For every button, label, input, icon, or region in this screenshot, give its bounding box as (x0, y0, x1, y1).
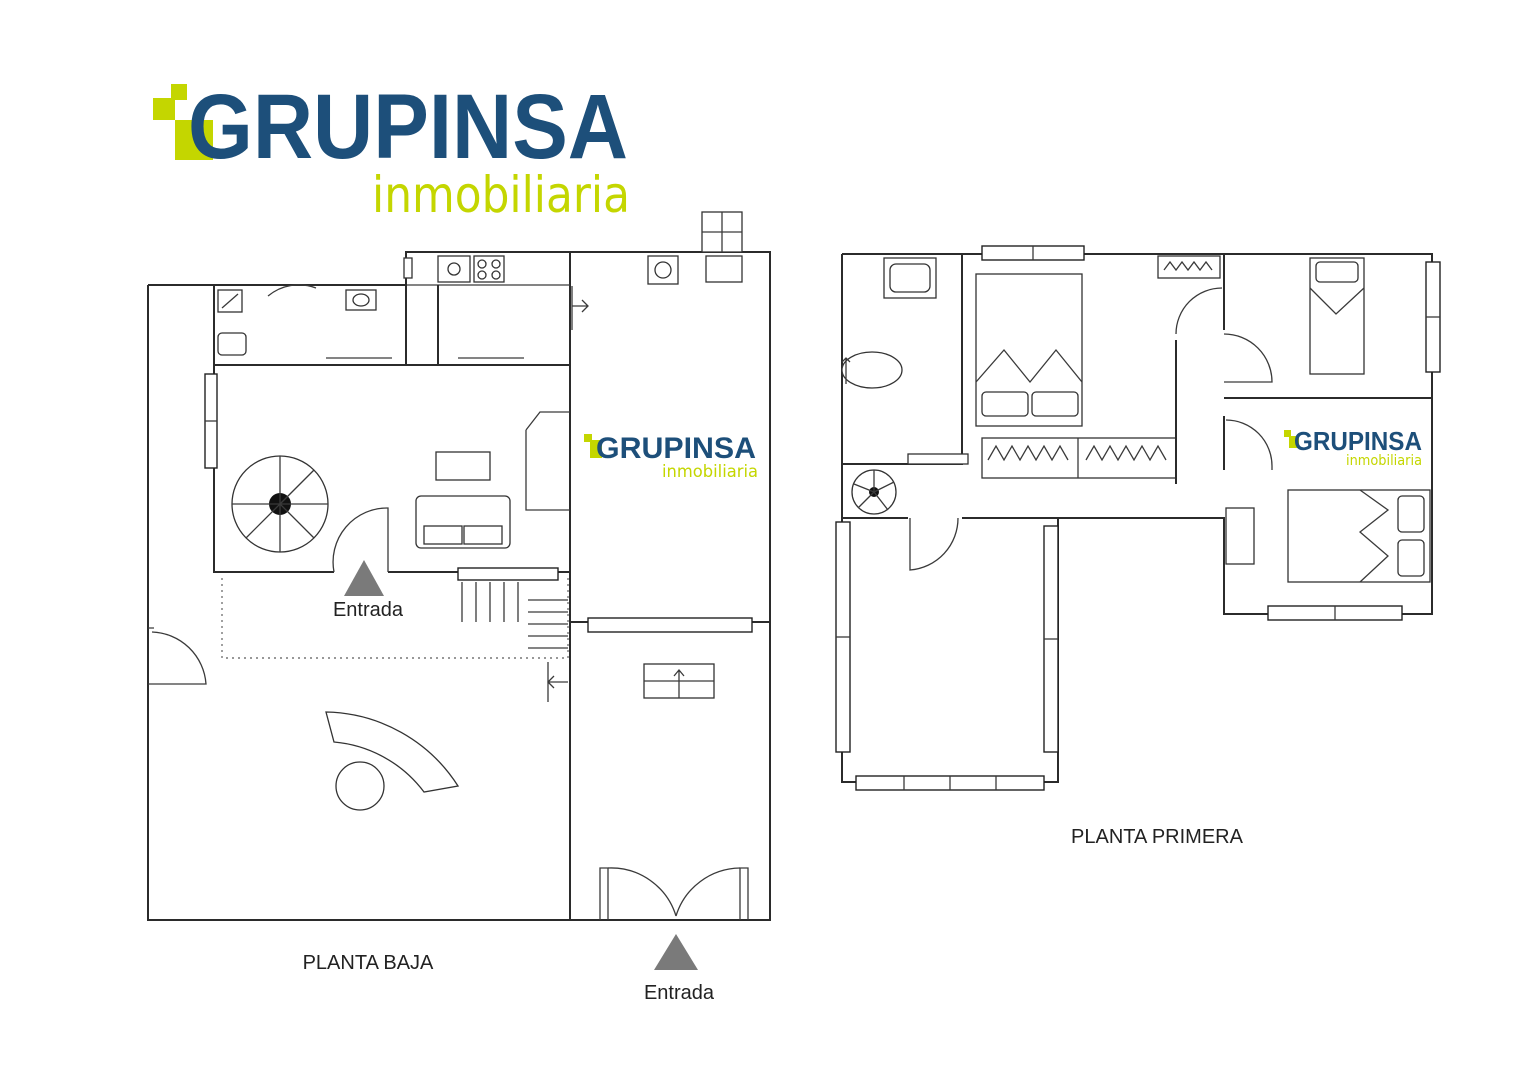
logo-mark-square-large (175, 120, 213, 160)
tv-unit-icon (525, 411, 570, 511)
porch-window (457, 567, 559, 581)
entrance-triangle-top (344, 560, 384, 596)
terrace-door-swing (909, 517, 959, 571)
bidet-icon (841, 351, 903, 389)
porch-outline (221, 578, 569, 659)
staircase-icon (461, 582, 568, 649)
garage-window (587, 617, 753, 633)
ground-plan-logo: GRUPINSA inmobiliaria (584, 432, 758, 482)
first-plan-logo: GRUPINSA inmobiliaria (1284, 426, 1422, 469)
master-door-swing (1175, 287, 1223, 335)
logo-mark-square-tiny (171, 84, 187, 100)
hall-wardrobe-icon (1157, 255, 1221, 279)
logo-mark-square-small (153, 98, 175, 120)
guest-desk-icon (1225, 507, 1255, 565)
entrance-label-bottom: Entrada (644, 982, 715, 1004)
logo-wordmark: GRUPINSA (188, 76, 628, 178)
coffee-table-icon (435, 451, 491, 481)
main-logo: GRUPINSA inmobiliaria (153, 76, 630, 224)
logo-tagline: inmobiliaria (372, 166, 630, 224)
hob-icon (473, 255, 505, 283)
entrance-triangle-bottom (654, 934, 698, 970)
garage-door-frame (599, 867, 749, 920)
garden-table-icon (335, 761, 385, 811)
garage-door-arrow-icon (547, 662, 568, 702)
ground-logo-tagline: inmobiliaria (662, 462, 758, 482)
guest-door-swing (1225, 419, 1273, 470)
first-logo-tagline: inmobiliaria (1346, 453, 1422, 469)
first-logo-wordmark: GRUPINSA (1294, 426, 1422, 456)
bathroom-door-swing (267, 284, 317, 297)
first-floor-title: PLANTA PRIMERA (1071, 826, 1244, 848)
laundry-sink-icon (705, 255, 743, 283)
toilet-icon (217, 332, 247, 356)
ground-door-arrow-icon (571, 286, 589, 330)
first-floor-plan (835, 245, 1441, 791)
wardrobe-icon (981, 437, 1177, 479)
single-door-swing (1223, 333, 1273, 383)
garage-double-door-swing (607, 867, 741, 917)
ground-floor-title: PLANTA BAJA (303, 952, 434, 974)
kitchen-fixture-icon (403, 257, 413, 279)
ground-logo-wordmark: GRUPINSA (596, 432, 756, 465)
ground-floor-plan (147, 211, 771, 970)
garden-bench-icon (325, 711, 460, 793)
entrance-label-top: Entrada (333, 599, 404, 621)
side-door-swing (148, 627, 207, 685)
entrance-door-swing (332, 507, 389, 573)
